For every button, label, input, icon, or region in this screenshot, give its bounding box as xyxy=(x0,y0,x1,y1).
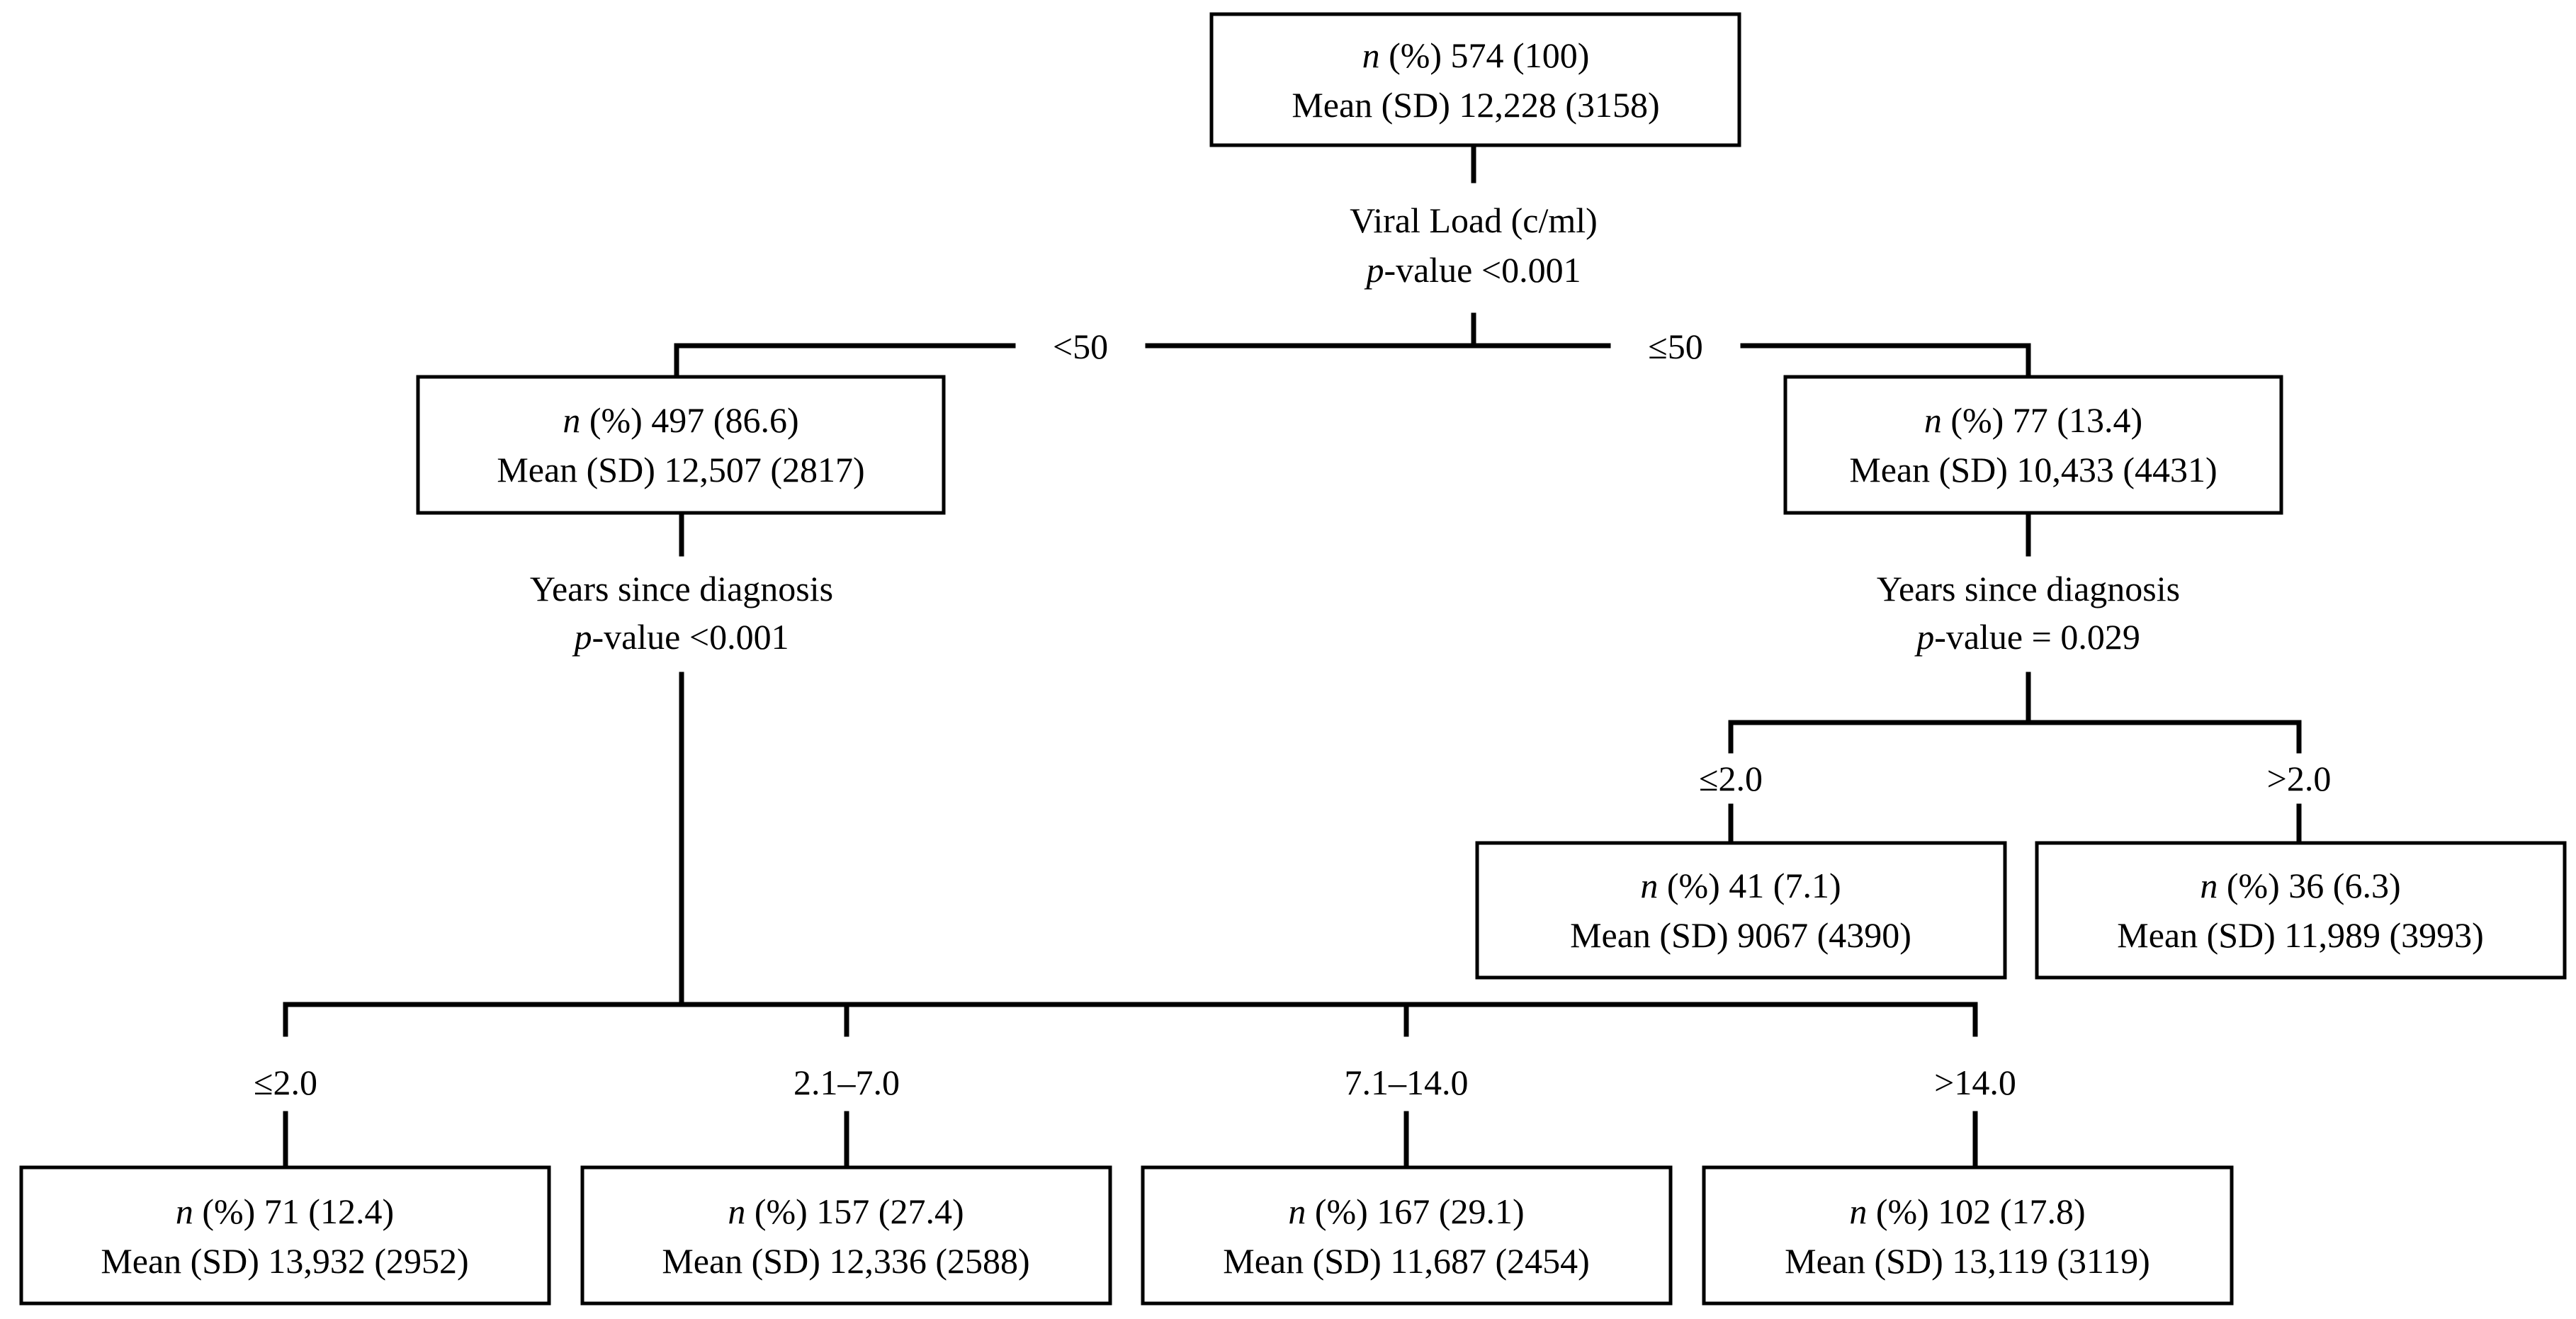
leaf-bottom-3-n-line: n (%) 167 (29.1) xyxy=(1288,1191,1524,1231)
leaf-bottom-2-box xyxy=(580,1165,1112,1306)
leaf-bottom-2-mean-line: Mean (SD) 12,336 (2588) xyxy=(662,1241,1029,1281)
tree-connectors xyxy=(283,142,2302,1170)
leaf-bottom-1: n (%) 71 (12.4) Mean (SD) 13,932 (2952) xyxy=(19,1165,551,1306)
split-right: Years since diagnosis p-value = 0.029 ≤2… xyxy=(1699,569,2331,798)
node-right-box xyxy=(1783,375,2283,515)
leaf-bottom-2-n-line: n (%) 157 (27.4) xyxy=(728,1191,964,1231)
leaf-right-1-mean-line: Mean (SD) 9067 (4390) xyxy=(1570,915,1911,955)
leaf-bottom-3: n (%) 167 (29.1) Mean (SD) 11,687 (2454) xyxy=(1141,1165,1673,1306)
split-root: Viral Load (c/ml) p-value <0.001 <50 ≤50 xyxy=(1053,200,1703,366)
branch-label-bottom-4: >14.0 xyxy=(1934,1063,2016,1102)
bottom-branch-labels: ≤2.0 2.1–7.0 7.1–14.0 >14.0 xyxy=(254,1063,2016,1102)
branch-label-bottom-2: 2.1–7.0 xyxy=(793,1063,900,1102)
node-root-box xyxy=(1209,12,1741,147)
split-root-variable: Viral Load (c/ml) xyxy=(1350,200,1598,240)
node-right-mean-line: Mean (SD) 10,433 (4431) xyxy=(1849,450,2217,489)
leaf-right-2-box xyxy=(2035,841,2567,980)
split-left-variable: Years since diagnosis xyxy=(530,569,833,608)
leaf-bottom-3-box xyxy=(1141,1165,1673,1306)
node-root-n-line: n (%) 574 (100) xyxy=(1362,35,1590,75)
leaf-bottom-2: n (%) 157 (27.4) Mean (SD) 12,336 (2588) xyxy=(580,1165,1112,1306)
node-root-mean-line: Mean (SD) 12,228 (3158) xyxy=(1292,85,1659,125)
node-left: n (%) 497 (86.6) Mean (SD) 12,507 (2817) xyxy=(416,375,946,515)
leaf-bottom-4: n (%) 102 (17.8) Mean (SD) 13,119 (3119) xyxy=(1702,1165,2234,1306)
branch-label-right-le2: ≤2.0 xyxy=(1699,759,1763,798)
node-left-n-line: n (%) 497 (86.6) xyxy=(563,400,798,440)
branch-label-right-gt2: >2.0 xyxy=(2267,759,2332,798)
leaf-right-2-n-line: n (%) 36 (6.3) xyxy=(2200,866,2400,905)
leaf-bottom-4-n-line: n (%) 102 (17.8) xyxy=(1849,1191,2085,1231)
branch-label-left: <50 xyxy=(1053,327,1108,366)
node-left-mean-line: Mean (SD) 12,507 (2817) xyxy=(497,450,864,489)
split-left-p-value: p-value <0.001 xyxy=(572,617,789,657)
leaf-right-1-n-line: n (%) 41 (7.1) xyxy=(1640,866,1841,905)
leaf-bottom-1-n-line: n (%) 71 (12.4) xyxy=(176,1191,394,1231)
split-root-p-value: p-value <0.001 xyxy=(1364,250,1581,290)
node-root: n (%) 574 (100) Mean (SD) 12,228 (3158) xyxy=(1209,12,1741,147)
leaf-right-2-mean-line: Mean (SD) 11,989 (3993) xyxy=(2117,915,2484,955)
split-right-p-value: p-value = 0.029 xyxy=(1914,617,2140,657)
leaf-bottom-1-mean-line: Mean (SD) 13,932 (2952) xyxy=(101,1241,468,1281)
leaf-bottom-3-mean-line: Mean (SD) 11,687 (2454) xyxy=(1223,1241,1590,1281)
split-right-variable: Years since diagnosis xyxy=(1877,569,2180,608)
branch-label-right: ≤50 xyxy=(1648,327,1702,366)
node-right-n-line: n (%) 77 (13.4) xyxy=(1924,400,2142,440)
leaf-right-1: n (%) 41 (7.1) Mean (SD) 9067 (4390) xyxy=(1475,841,2007,980)
branch-label-bottom-1: ≤2.0 xyxy=(254,1063,317,1102)
node-right: n (%) 77 (13.4) Mean (SD) 10,433 (4431) xyxy=(1783,375,2283,515)
leaf-right-2: n (%) 36 (6.3) Mean (SD) 11,989 (3993) xyxy=(2035,841,2567,980)
leaf-bottom-4-mean-line: Mean (SD) 13,119 (3119) xyxy=(1785,1241,2150,1281)
node-left-box xyxy=(416,375,946,515)
leaf-right-1-box xyxy=(1475,841,2007,980)
leaf-bottom-4-box xyxy=(1702,1165,2234,1306)
leaf-bottom-1-box xyxy=(19,1165,551,1306)
split-left: Years since diagnosis p-value <0.001 xyxy=(530,569,833,657)
branch-label-bottom-3: 7.1–14.0 xyxy=(1345,1063,1469,1102)
